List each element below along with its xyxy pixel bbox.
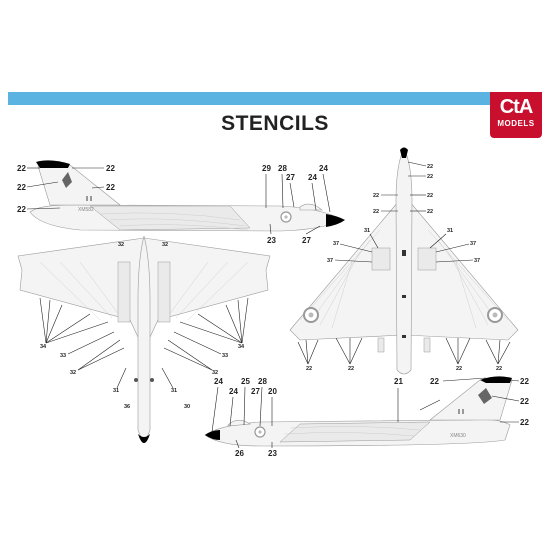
fin-emblem bbox=[62, 172, 72, 188]
callout-label: 22 bbox=[520, 418, 529, 427]
callout-label: 23 bbox=[267, 236, 276, 245]
callout-label: 22 bbox=[427, 193, 433, 199]
callout-label: 24 bbox=[214, 377, 223, 386]
callout-label: 27 bbox=[302, 236, 311, 245]
callout-label: 22 bbox=[427, 174, 433, 180]
callout-label: 34 bbox=[238, 344, 245, 350]
side-view-top-callouts: 22 22 22 22 22 29 28 27 24 24 23 27 bbox=[17, 164, 331, 245]
callout-label: 37 bbox=[474, 258, 480, 264]
callout-label: 22 bbox=[373, 193, 379, 199]
logo-main-text: CtA bbox=[499, 96, 534, 118]
side-view-top: XM582 bbox=[29, 160, 345, 232]
callout-label: 22 bbox=[106, 183, 115, 192]
fin-emblem bbox=[478, 388, 492, 404]
callout-label: 22 bbox=[348, 366, 354, 372]
callout-label: 24 bbox=[229, 387, 238, 396]
cta-models-logo: CtA MODELS bbox=[490, 92, 542, 138]
callout-label: 29 bbox=[262, 164, 271, 173]
callout-label: 33 bbox=[222, 353, 228, 359]
callout-label: 34 bbox=[40, 344, 47, 350]
header-banner bbox=[8, 92, 542, 105]
callout-label: 31 bbox=[364, 228, 370, 234]
callout-label: 22 bbox=[17, 164, 26, 173]
serial-text: XM582 bbox=[78, 207, 94, 213]
callout-label: 32 bbox=[162, 242, 168, 248]
callout-label: 30 bbox=[184, 404, 190, 410]
callout-label: 22 bbox=[430, 377, 439, 386]
logo-sub-text: MODELS bbox=[497, 119, 535, 128]
callout-label: 22 bbox=[520, 377, 529, 386]
callout-label: 22 bbox=[496, 366, 502, 372]
callout-label: 22 bbox=[427, 164, 433, 170]
underside-view-callouts: 32 32 34 34 33 33 32 32 31 31 36 30 bbox=[39, 242, 249, 410]
nose-radome bbox=[205, 430, 220, 440]
callout-label: 32 bbox=[118, 242, 124, 248]
callout-label: 21 bbox=[394, 377, 403, 386]
callout-label: 32 bbox=[212, 370, 218, 376]
callout-label: 25 bbox=[241, 377, 250, 386]
nose-tip-black bbox=[138, 434, 150, 443]
callout-label: 27 bbox=[286, 173, 295, 182]
callout-label: 22 bbox=[17, 183, 26, 192]
callout-label: 24 bbox=[308, 173, 317, 182]
nose-radome bbox=[326, 214, 345, 227]
callout-label: 37 bbox=[333, 241, 339, 247]
callout-label: 22 bbox=[373, 209, 379, 215]
callout-label: 36 bbox=[124, 404, 130, 410]
callout-label: 28 bbox=[278, 164, 287, 173]
callout-label: 31 bbox=[447, 228, 453, 234]
callout-label: 22 bbox=[106, 164, 115, 173]
nose-tip-black bbox=[400, 147, 408, 158]
callout-label: 24 bbox=[319, 164, 328, 173]
plan-view-top-callouts: 22 22 22 22 22 22 31 31 37 37 37 37 22 2… bbox=[297, 161, 511, 372]
callout-label: 22 bbox=[17, 205, 26, 214]
callout-label: 28 bbox=[258, 377, 267, 386]
callout-label: 33 bbox=[60, 353, 66, 359]
plan-view-top bbox=[289, 147, 519, 375]
side-view-bottom: XM630 bbox=[204, 376, 513, 447]
side-view-bottom-callouts: 24 24 25 28 20 27 26 23 21 22 22 22 22 bbox=[211, 377, 529, 458]
callout-label: 22 bbox=[520, 397, 529, 406]
callout-label: 27 bbox=[251, 387, 260, 396]
serial-text: XM630 bbox=[450, 433, 466, 439]
underside-view bbox=[17, 235, 271, 443]
callout-label: 22 bbox=[456, 366, 462, 372]
callout-label: 23 bbox=[268, 449, 277, 458]
callout-label: 31 bbox=[113, 388, 119, 394]
page-title: STENCILS bbox=[221, 112, 329, 135]
callout-label: 26 bbox=[235, 449, 244, 458]
callout-label: 32 bbox=[70, 370, 76, 376]
callout-label: 31 bbox=[171, 388, 177, 394]
callout-label: 20 bbox=[268, 387, 277, 396]
fin-tip-black bbox=[36, 160, 70, 168]
callout-label: 37 bbox=[327, 258, 333, 264]
callout-label: 37 bbox=[470, 241, 476, 247]
callout-label: 22 bbox=[427, 209, 433, 215]
fin-tip-black bbox=[480, 376, 512, 383]
callout-label: 22 bbox=[306, 366, 312, 372]
